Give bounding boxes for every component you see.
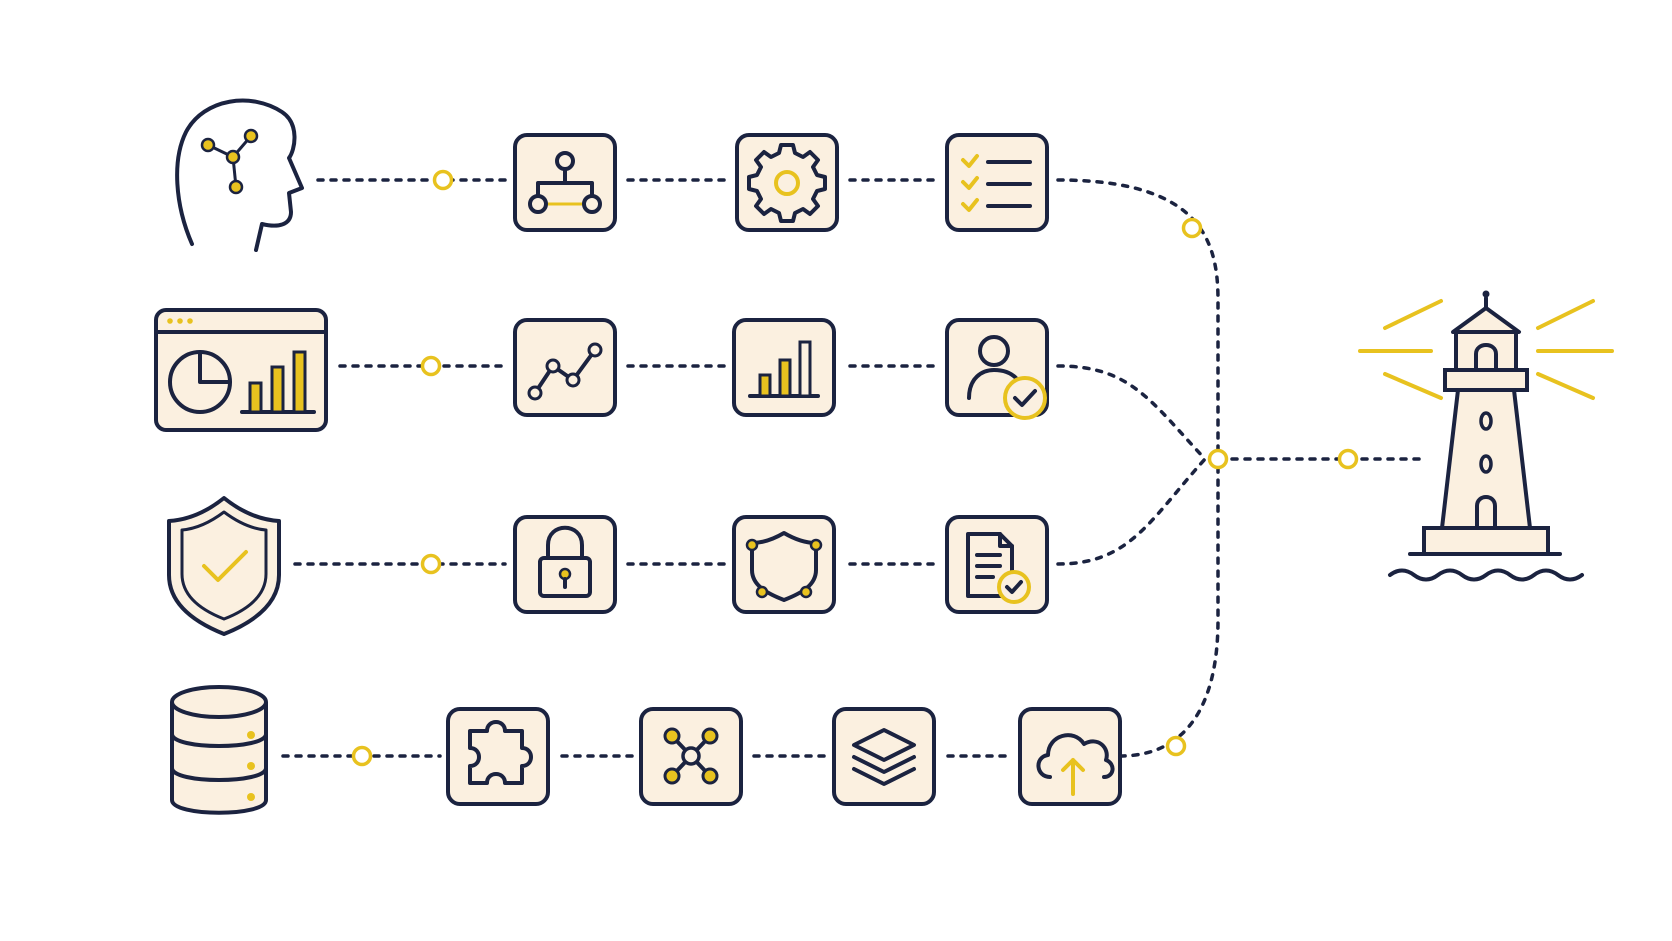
- shield-check-icon: [167, 496, 281, 636]
- document-verified-icon: [945, 515, 1049, 614]
- merge-curve-2: [1056, 364, 1207, 461]
- puzzle-icon: [446, 707, 550, 806]
- merge-curve-3: [1056, 457, 1207, 566]
- nodes: [351, 169, 1359, 767]
- line-trend-icon: [513, 318, 617, 417]
- database-icon: [170, 685, 268, 815]
- hierarchy-icon: [513, 133, 617, 232]
- wave-lines: [1388, 568, 1584, 582]
- layers-icon: [832, 707, 936, 806]
- node-row1: [432, 169, 454, 191]
- connectors: [281, 178, 1422, 758]
- brain-network-icon: [175, 98, 304, 252]
- light-rays: [1358, 299, 1614, 400]
- network-hub-icon: [639, 707, 743, 806]
- node-row4: [351, 745, 373, 767]
- dashboard-icon: [154, 308, 328, 432]
- shield-network-icon: [732, 515, 836, 614]
- node-row2: [420, 355, 442, 377]
- cloud-upload-icon: [1018, 707, 1122, 806]
- checklist-icon: [945, 133, 1049, 232]
- lighthouse-icon: [1358, 290, 1614, 582]
- gear-icon: [735, 133, 839, 232]
- padlock-icon: [513, 515, 617, 614]
- convergence-node: [1207, 448, 1229, 470]
- user-verified-icon: [945, 318, 1049, 420]
- node-curve-4: [1165, 735, 1187, 757]
- node-to-lighthouse: [1337, 448, 1359, 470]
- node-curve-1: [1181, 217, 1203, 239]
- merge-curve-4: [1118, 457, 1220, 758]
- bar-chart-icon: [732, 318, 836, 417]
- node-row3: [420, 553, 442, 575]
